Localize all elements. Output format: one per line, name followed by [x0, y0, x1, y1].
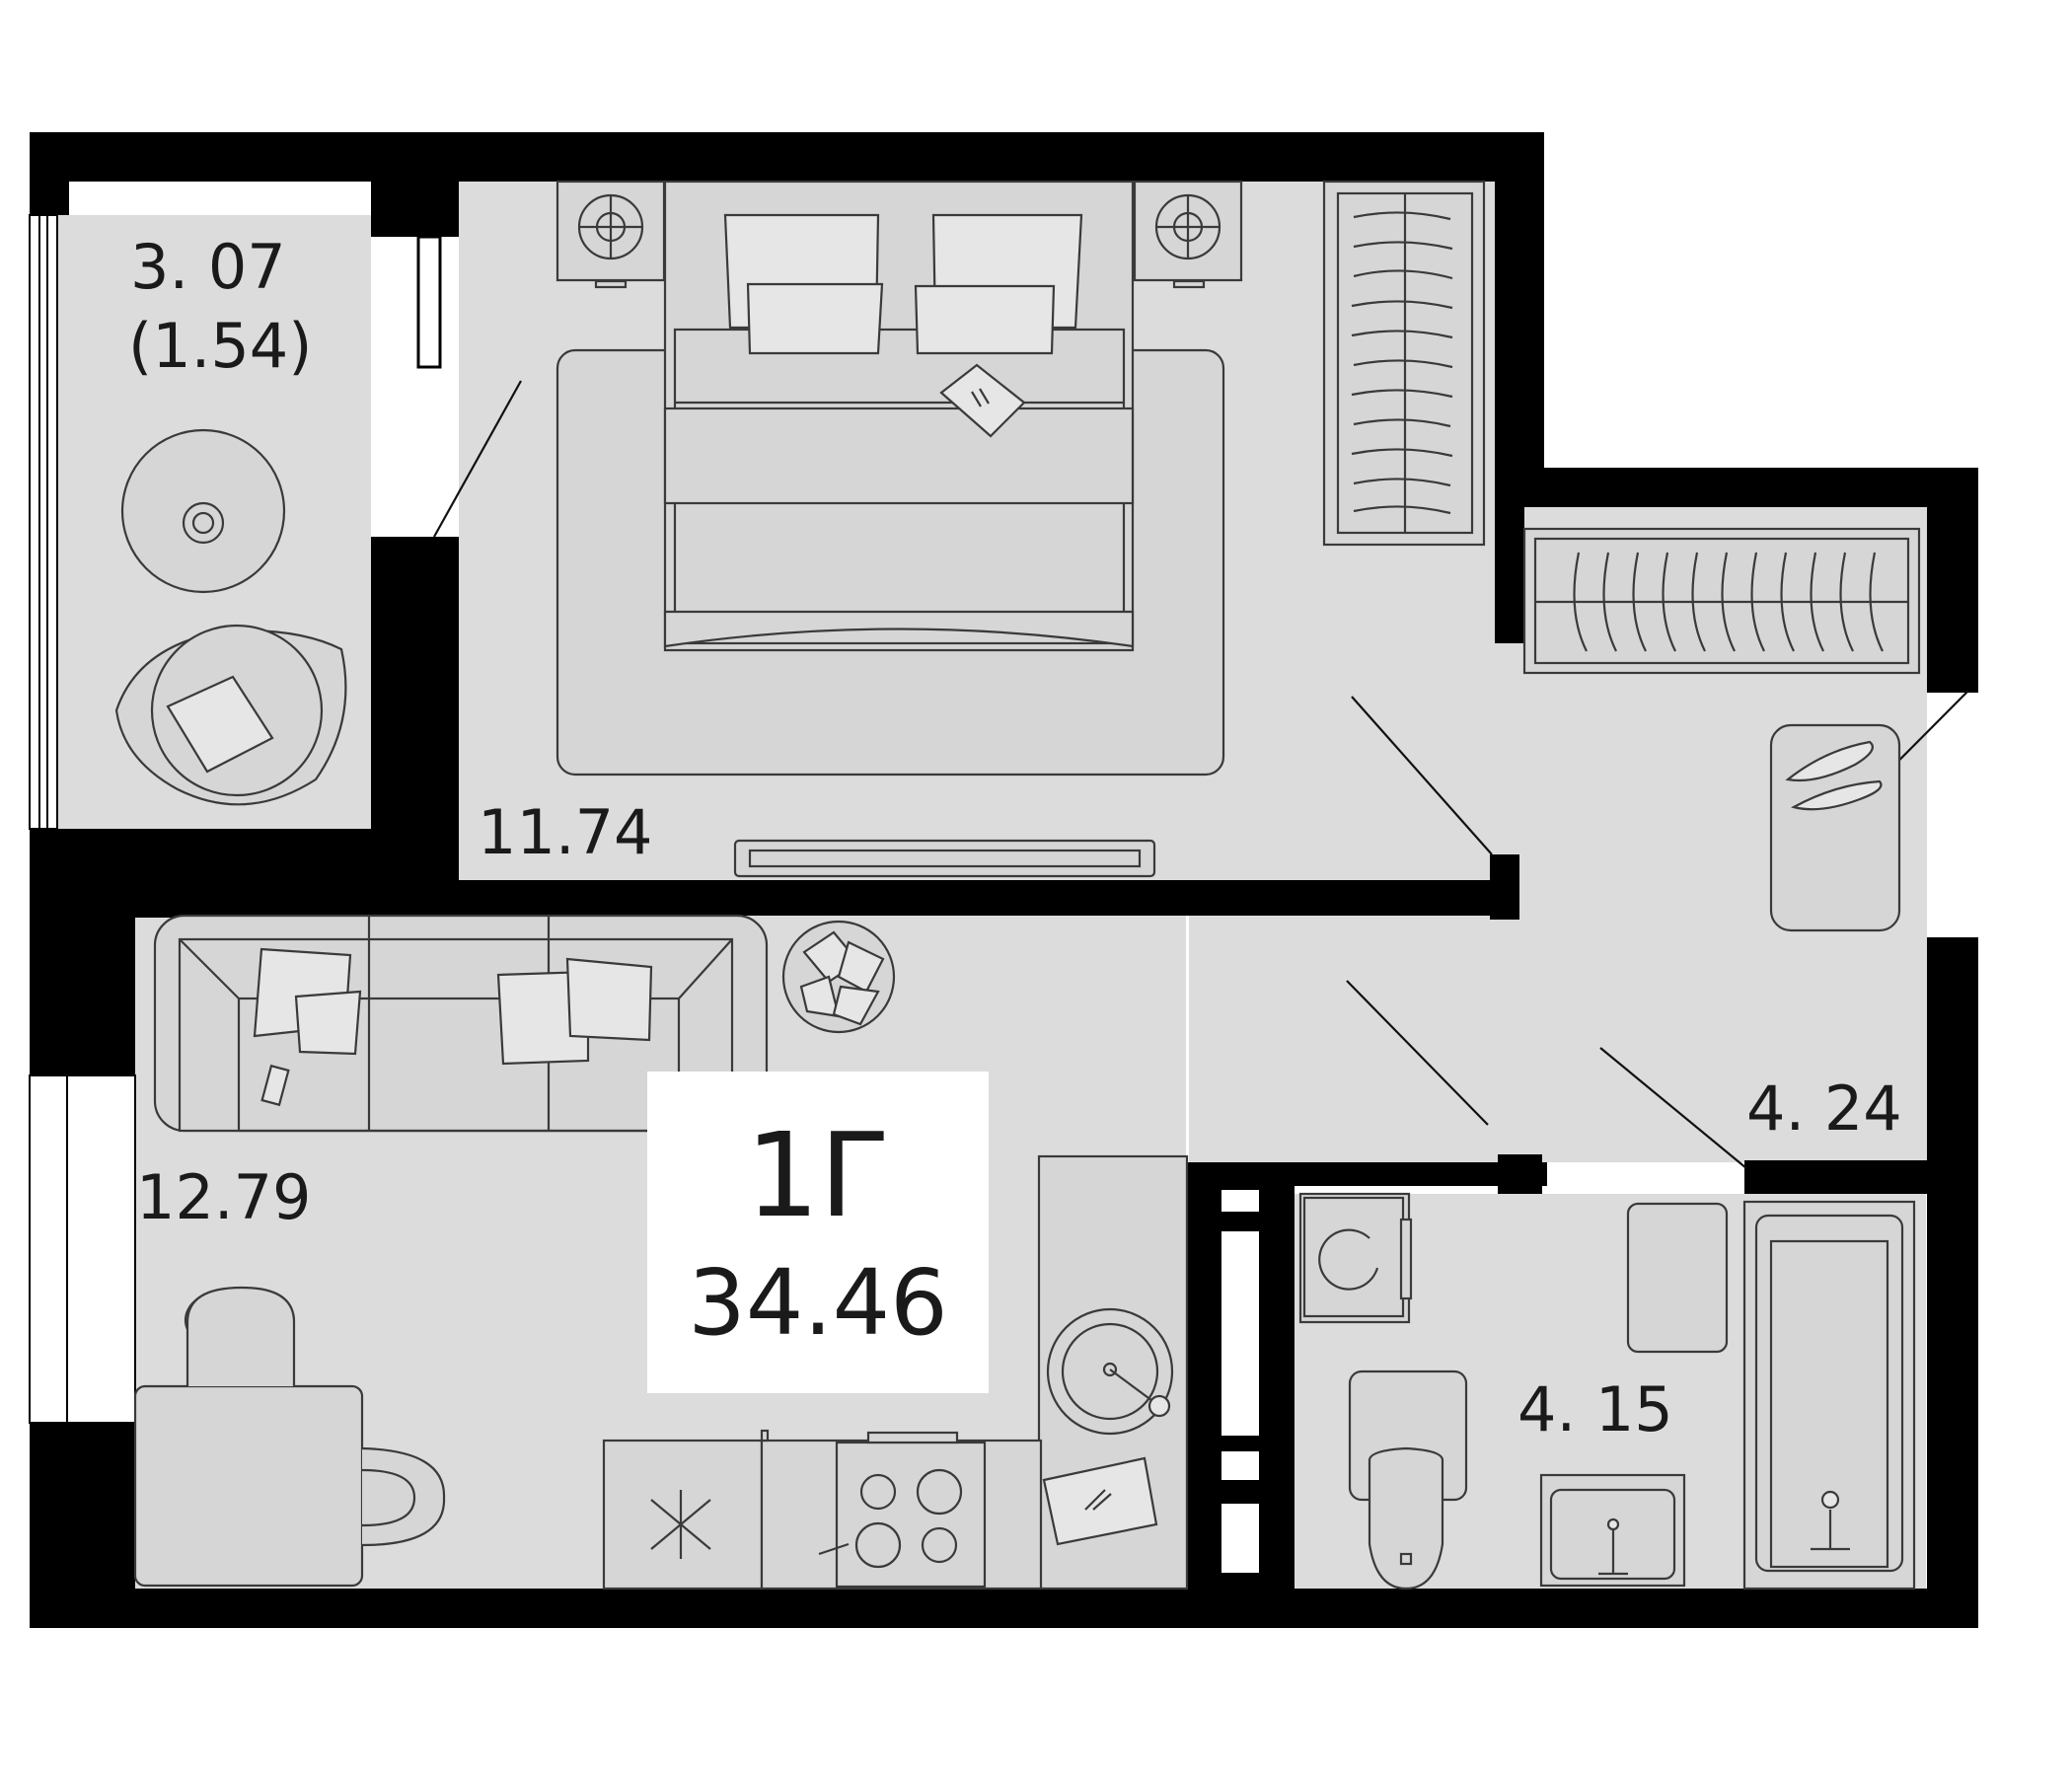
dining-table — [133, 1286, 446, 1588]
nightstand-right — [1133, 180, 1243, 289]
wall-bedroom-bottom — [459, 880, 1519, 916]
bath-mat — [1626, 1202, 1729, 1354]
walls — [30, 132, 1978, 1628]
wall-top-balcony — [30, 132, 69, 215]
apartment-total-area: 34.46 — [688, 1250, 947, 1356]
balcony-area-label: 3. 07 — [130, 231, 286, 303]
sink — [1046, 1307, 1174, 1436]
bed — [663, 180, 1135, 652]
wall-wardrobe-niche — [1495, 507, 1524, 643]
wall-balcony-pier — [371, 537, 459, 872]
washing-machine — [1298, 1192, 1413, 1324]
bedroom-wardrobe — [1322, 180, 1486, 547]
living-area-label: 12.79 — [136, 1161, 312, 1233]
wall-right-upper — [1927, 468, 1978, 693]
wall-bath-top-right — [1744, 1160, 1927, 1194]
wall-top — [30, 132, 1544, 182]
wall-hall-top — [1495, 468, 1978, 507]
toilet — [1348, 1369, 1468, 1591]
balcony-chair — [114, 624, 347, 806]
partition-fill — [1212, 1216, 1269, 1504]
living-window — [29, 1074, 136, 1424]
balcony-reduced-area-label: (1.54) — [128, 310, 312, 382]
apartment-badge: 1Г 34.46 — [647, 1072, 989, 1393]
plant — [781, 920, 896, 1034]
sofa — [153, 914, 769, 1133]
cutting-board — [1042, 1456, 1158, 1546]
apartment-code: 1Г — [745, 1107, 890, 1243]
wall-bedroom-right — [1495, 132, 1544, 481]
hallway-area-label: 4. 24 — [1746, 1073, 1902, 1145]
balcony-door-post — [416, 235, 442, 369]
balcony-glazing — [29, 214, 58, 830]
bathtub — [1742, 1200, 1916, 1591]
wall-balcony-bottom — [30, 829, 459, 918]
wall-right-lower — [1927, 937, 1978, 1628]
wall-bottom — [30, 1589, 1978, 1628]
tv-stand — [733, 839, 1156, 878]
partition-slots — [1221, 1190, 1259, 1573]
shoe-rack — [1769, 723, 1901, 932]
nightstand-left — [555, 180, 666, 289]
wall-bedroom-left — [434, 182, 459, 237]
balcony-table — [120, 428, 286, 594]
washbasin — [1539, 1473, 1686, 1588]
bathroom-area-label: 4. 15 — [1517, 1373, 1673, 1445]
wall-bedroom-door-jamb — [1490, 854, 1519, 920]
hall-wardrobe — [1522, 527, 1921, 675]
wall-left-living — [30, 918, 135, 1075]
fridge — [650, 1429, 770, 1559]
stove — [818, 1431, 987, 1589]
bedroom-area-label: 11.74 — [478, 796, 653, 868]
kitchen-nook-floor — [1189, 916, 1495, 1174]
badge-background — [647, 1072, 989, 1393]
